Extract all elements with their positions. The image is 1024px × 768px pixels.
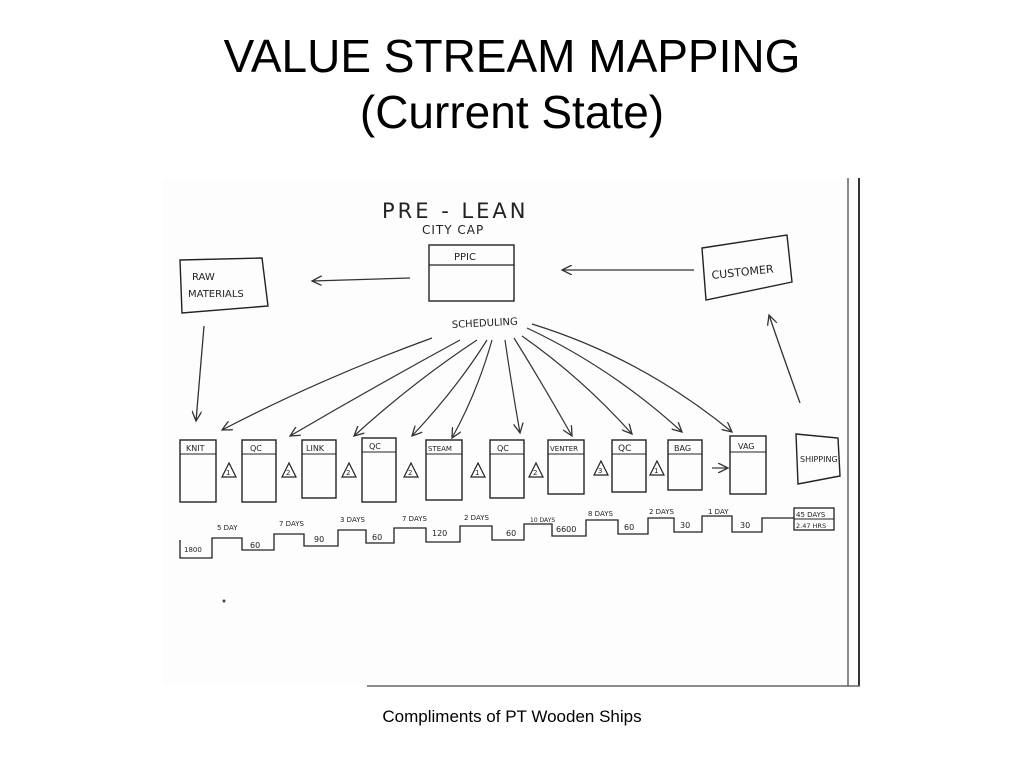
svg-text:2: 2 xyxy=(346,469,350,477)
process-label-venter: VENTER xyxy=(550,445,578,453)
svg-text:60: 60 xyxy=(372,533,382,542)
slide-title: VALUE STREAM MAPPING (Current State) xyxy=(0,28,1024,140)
inventory-triangles: 1 2 2 2 1 2 3 1 xyxy=(221,459,665,478)
process-label-qc-2: QC xyxy=(369,442,381,451)
inventory-7: 3 xyxy=(593,459,609,476)
title-line-1: VALUE STREAM MAPPING xyxy=(223,30,801,82)
process-qc-1: QC xyxy=(241,439,277,503)
inventory-1: 1 xyxy=(221,461,237,478)
process-label-qc-1: QC xyxy=(250,444,262,453)
process-label-vag: VAG xyxy=(738,442,755,451)
inventory-2: 2 xyxy=(281,461,297,478)
process-knit: KNIT xyxy=(179,439,217,503)
raw-materials-label-2: MATERIALS xyxy=(188,289,244,300)
sketch-heading: PRE - LEAN xyxy=(382,199,529,223)
sketch-subheading: CITY CAP xyxy=(422,223,484,237)
timeline-total-box: 45 DAYS 2.47 HRS xyxy=(793,507,835,531)
svg-text:60: 60 xyxy=(624,523,634,532)
svg-text:1800: 1800 xyxy=(184,546,202,554)
svg-text:2: 2 xyxy=(533,469,537,477)
svg-text:10 DAYS: 10 DAYS xyxy=(530,517,555,524)
process-qc-2: QC xyxy=(361,437,397,503)
timeline-times: 1800 60 90 60 120 60 6600 60 30 30 xyxy=(184,521,750,554)
inventory-3: 2 xyxy=(341,461,357,478)
svg-text:30: 30 xyxy=(740,521,750,530)
svg-text:3 DAYS: 3 DAYS xyxy=(340,516,365,524)
inventory-4: 2 xyxy=(403,461,419,478)
process-label-knit: KNIT xyxy=(186,444,205,453)
title-line-2: (Current State) xyxy=(359,86,665,138)
svg-text:1: 1 xyxy=(475,469,479,477)
svg-text:90: 90 xyxy=(314,535,324,544)
process-label-qc-3: QC xyxy=(497,444,509,453)
scheduling-label: SCHEDULING xyxy=(452,317,518,331)
inventory-8: 1 xyxy=(649,459,665,476)
svg-text:2: 2 xyxy=(408,469,412,477)
svg-text:60: 60 xyxy=(250,541,260,550)
process-link: LINK xyxy=(301,439,337,499)
timeline-line xyxy=(179,515,794,559)
process-label-qc-4: QC xyxy=(618,444,631,454)
svg-text:5 DAY: 5 DAY xyxy=(217,524,238,532)
process-qc-3: QC xyxy=(489,439,525,499)
svg-text:1: 1 xyxy=(654,467,658,475)
paper-speck xyxy=(222,599,226,603)
process-label-link: LINK xyxy=(306,444,325,453)
inventory-6: 2 xyxy=(528,461,544,478)
paper xyxy=(162,178,860,686)
slide-caption: Compliments of PT Wooden Ships xyxy=(382,707,642,726)
shipping-label: SHIPPING xyxy=(800,455,838,464)
process-label-bag: BAG xyxy=(674,444,691,453)
svg-text:2 DAYS: 2 DAYS xyxy=(649,508,674,516)
svg-text:3: 3 xyxy=(598,467,602,475)
svg-text:1: 1 xyxy=(226,469,230,477)
svg-text:7 DAYS: 7 DAYS xyxy=(402,515,427,523)
svg-text:2 DAYS: 2 DAYS xyxy=(464,514,489,522)
ppic-to-raw-arrow xyxy=(312,278,411,281)
raw-materials-label-1: RAW xyxy=(192,272,215,283)
svg-text:120: 120 xyxy=(432,529,447,538)
svg-text:30: 30 xyxy=(680,521,690,530)
timeline-days: 5 DAY 7 DAYS 3 DAYS 7 DAYS 2 DAYS 10 DAY… xyxy=(217,508,729,532)
svg-text:6600: 6600 xyxy=(556,525,576,534)
ppic-box: PPIC xyxy=(428,244,515,302)
svg-text:2: 2 xyxy=(286,469,290,477)
shipping-to-customer-arrow xyxy=(769,315,801,404)
total-process-time: 2.47 HRS xyxy=(796,522,826,530)
total-lead-time: 45 DAYS xyxy=(796,511,826,519)
svg-text:8 DAYS: 8 DAYS xyxy=(588,510,613,518)
ppic-label: PPIC xyxy=(454,252,476,263)
raw-to-knit-arrow xyxy=(196,325,205,421)
shipping-box: SHIPPING xyxy=(795,433,841,485)
value-stream-sketch: PRE - LEAN CITY CAP PPIC RAW MATERIALS C… xyxy=(162,178,860,687)
process-label-steam: STEAM xyxy=(428,445,452,453)
svg-text:1 DAY: 1 DAY xyxy=(708,508,729,516)
process-venter: VENTER xyxy=(547,439,585,495)
process-steam: STEAM xyxy=(425,439,463,501)
process-qc-4: QC xyxy=(611,439,647,493)
process-bag: BAG xyxy=(667,439,703,491)
process-vag: VAG xyxy=(729,435,767,495)
scheduling-arrows xyxy=(222,323,732,438)
inventory-5: 1 xyxy=(470,461,486,478)
svg-text:60: 60 xyxy=(506,529,516,538)
svg-text:7 DAYS: 7 DAYS xyxy=(279,520,304,528)
raw-materials-box: RAW MATERIALS xyxy=(179,257,269,314)
